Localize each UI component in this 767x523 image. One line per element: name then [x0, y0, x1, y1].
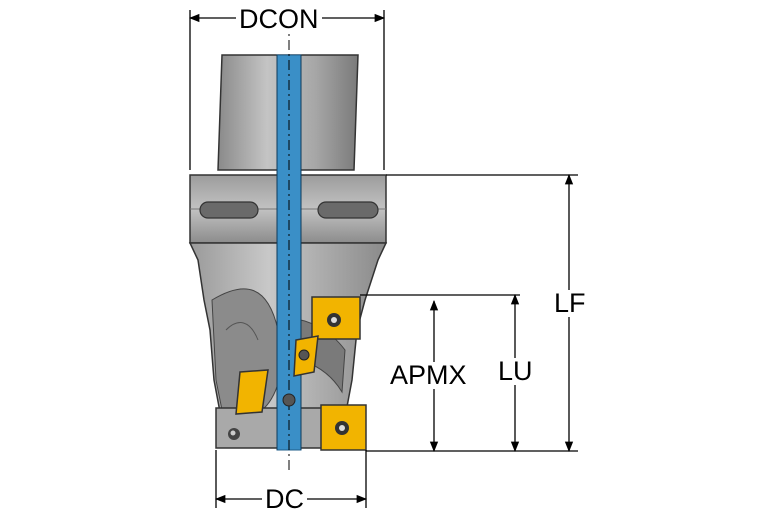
dcon-label: DCON	[236, 6, 322, 33]
coolant-channel	[276, 20, 302, 470]
inserts	[235, 296, 367, 451]
lf-label: LF	[551, 290, 589, 317]
drive-slot-left	[199, 201, 259, 219]
clamp-screw	[298, 349, 310, 361]
insert-bottom	[320, 404, 367, 451]
insert-top	[311, 296, 361, 340]
lu-label: LU	[495, 358, 536, 385]
dc-label: DC	[262, 486, 307, 513]
insert-left	[235, 369, 269, 415]
drive-slot-right	[317, 201, 379, 219]
apmx-label: APMX	[387, 362, 470, 389]
clamp-screw	[282, 393, 296, 407]
